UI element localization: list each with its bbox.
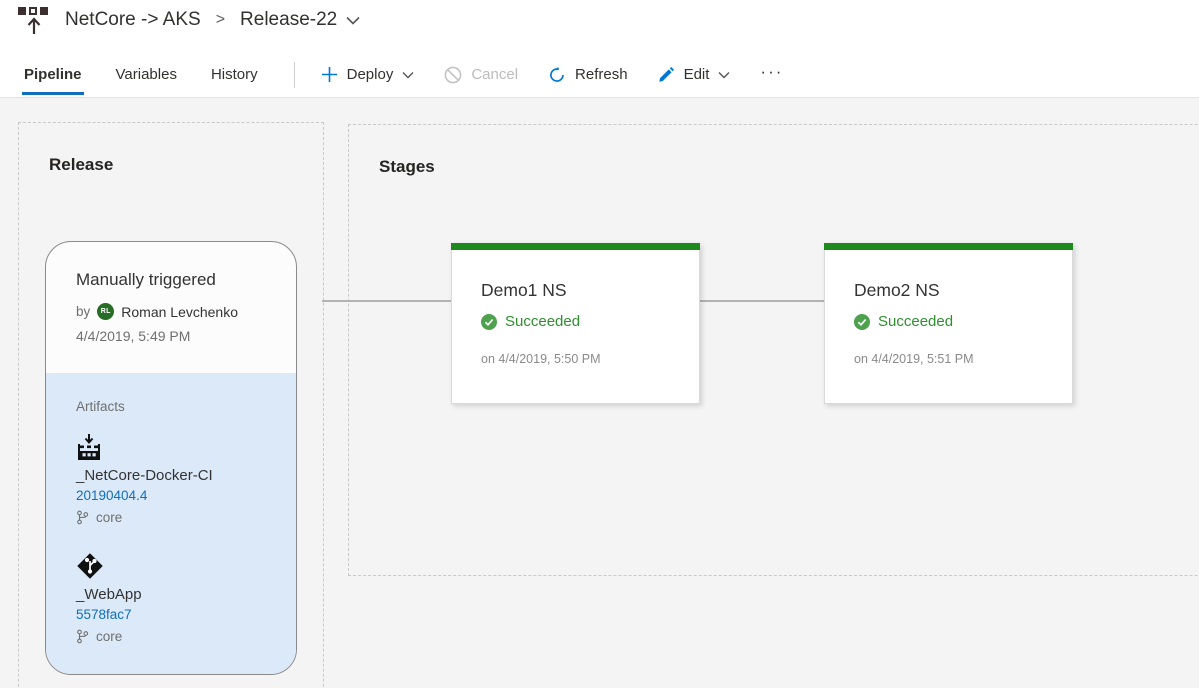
stage-status-text: Succeeded xyxy=(505,313,581,330)
artifact-version-link[interactable]: 20190404.4 xyxy=(76,488,148,503)
toolbar-divider xyxy=(293,61,295,88)
stage-card-demo1[interactable]: Demo1 NS Succeeded on 4/4/2019, 5:50 PM xyxy=(451,243,700,404)
avatar: RL xyxy=(97,303,115,320)
release-pipeline-icon xyxy=(16,5,52,35)
release-panel-title: Release xyxy=(49,155,114,174)
release-trigger: Manually triggered xyxy=(76,270,216,289)
stage-card-demo2[interactable]: Demo2 NS Succeeded on 4/4/2019, 5:51 PM xyxy=(824,243,1073,404)
artifact-branch: core xyxy=(96,510,123,525)
stage-status-text: Succeeded xyxy=(878,313,954,330)
breadcrumb-release-selector[interactable]: Release-22 xyxy=(240,9,360,31)
stage-name: Demo2 NS xyxy=(854,280,940,300)
stage-date: on 4/4/2019, 5:50 PM xyxy=(481,352,601,366)
artifact-branch: core xyxy=(96,629,123,644)
branch-icon xyxy=(77,510,89,525)
stages-panel-title: Stages xyxy=(379,157,435,176)
chevron-down-icon xyxy=(718,71,730,78)
tab-pipeline[interactable]: Pipeline xyxy=(22,52,84,97)
succeeded-icon xyxy=(854,313,870,330)
release-card[interactable]: Manually triggered by RL Roman Levchenko… xyxy=(45,241,297,675)
header: NetCore -> AKS > Release-22 Pipeline Var… xyxy=(0,0,1199,98)
build-artifact-icon xyxy=(76,434,276,461)
more-options-button[interactable]: ··· xyxy=(760,61,784,81)
connector-stage1-to-stage2 xyxy=(700,300,824,302)
succeeded-icon xyxy=(481,313,497,330)
release-date: 4/4/2019, 5:49 PM xyxy=(76,328,191,344)
edit-icon xyxy=(658,67,674,82)
stages-panel: Stages xyxy=(348,124,1199,576)
artifact-name: _NetCore-Docker-CI xyxy=(76,467,213,484)
artifact-name: _WebApp xyxy=(76,586,142,603)
tab-variables[interactable]: Variables xyxy=(115,66,177,83)
artifact-item-git: _WebApp 5578fac7 core xyxy=(76,553,276,644)
artifact-item-build: _NetCore-Docker-CI 20190404.4 core xyxy=(76,434,276,525)
plus-icon xyxy=(321,67,337,82)
breadcrumb-separator: > xyxy=(215,11,226,28)
tab-toolbar: Pipeline Variables History Deploy Cancel xyxy=(22,52,783,97)
release-panel: Release xyxy=(18,122,324,688)
chevron-down-icon xyxy=(346,16,360,25)
chevron-down-icon xyxy=(402,71,414,78)
pipeline-canvas: Release Stages Manually triggered by RL … xyxy=(0,98,1199,688)
stage-date: on 4/4/2019, 5:51 PM xyxy=(854,352,974,366)
stage-status-bar xyxy=(824,243,1073,250)
refresh-icon xyxy=(550,66,564,82)
tab-history[interactable]: History xyxy=(210,66,258,83)
edit-button[interactable]: Edit xyxy=(658,66,731,83)
release-card-summary: Manually triggered by RL Roman Levchenko… xyxy=(46,242,296,373)
cancel-icon xyxy=(444,66,462,83)
branch-icon xyxy=(77,629,89,644)
artifacts-label: Artifacts xyxy=(76,399,125,414)
breadcrumb-project[interactable]: NetCore -> AKS xyxy=(65,9,201,30)
stage-status-bar xyxy=(451,243,700,250)
git-artifact-icon xyxy=(76,553,276,580)
refresh-button[interactable]: Refresh xyxy=(548,66,628,84)
artifacts-section: Artifacts _NetCore-Docker-C xyxy=(46,373,296,674)
connector-release-to-stage1 xyxy=(322,300,451,302)
breadcrumb: NetCore -> AKS > Release-22 xyxy=(16,4,360,36)
artifact-version-link[interactable]: 5578fac7 xyxy=(76,607,132,622)
breadcrumb-release-label: Release-22 xyxy=(240,9,338,30)
release-author: Roman Levchenko xyxy=(121,303,239,320)
deploy-button[interactable]: Deploy xyxy=(321,66,415,83)
cancel-button[interactable]: Cancel xyxy=(444,66,518,84)
stage-name: Demo1 NS xyxy=(481,280,567,300)
by-label: by xyxy=(76,304,91,319)
